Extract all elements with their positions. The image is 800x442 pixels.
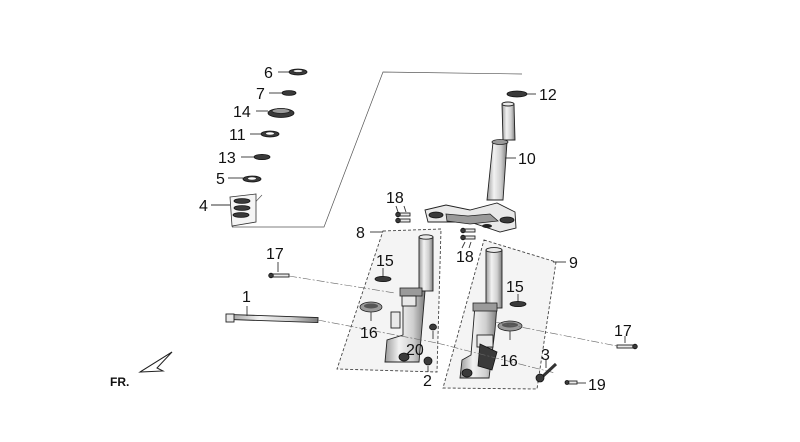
part-16-right-oil-seal — [497, 320, 523, 340]
callout-7: 7 — [256, 86, 265, 103]
part-11-bearing-race — [260, 130, 280, 138]
part-2-washer — [423, 356, 433, 372]
callout-6: 6 — [264, 65, 273, 82]
callout-2: 2 — [423, 373, 432, 390]
callout-11: 11 — [229, 127, 246, 144]
part-20-drain-bolt — [429, 323, 437, 339]
callout-12: 12 — [539, 87, 557, 104]
front-direction-arrow: FR. — [110, 351, 173, 389]
part-6-locknut — [288, 68, 308, 76]
part-5-race — [242, 175, 262, 183]
part-17-left-bolt — [268, 262, 396, 294]
callout-19: 19 — [588, 377, 606, 394]
callout-15-left: 15 — [376, 253, 394, 270]
lower-triple-clamp — [424, 202, 517, 233]
callout-17-left: 17 — [266, 246, 284, 263]
left-fork-assembly — [336, 228, 442, 373]
callout-14: 14 — [233, 104, 251, 121]
callout-16-right: 16 — [500, 353, 518, 370]
callout-15-right: 15 — [506, 279, 524, 296]
callout-1: 1 — [242, 289, 251, 306]
callout-18-top: 18 — [386, 190, 404, 207]
bearing-stack — [211, 68, 308, 227]
part-12-top-cone-race — [506, 90, 536, 98]
front-direction-label: FR. — [110, 375, 129, 389]
callout-16-left: 16 — [360, 325, 378, 342]
part-17-right-bolt — [494, 321, 638, 350]
callout-9: 9 — [569, 255, 578, 272]
bearing-group-outline — [231, 71, 523, 228]
part-15-left-seal — [374, 268, 392, 282]
part-15-right-seal — [509, 294, 527, 307]
callout-13: 13 — [218, 150, 236, 167]
part-18-clamp-bolts — [395, 205, 476, 249]
callout-18-bottom: 18 — [456, 249, 474, 266]
part-10-steering-stem — [486, 101, 516, 201]
part-1-front-axle — [225, 306, 556, 374]
callout-4: 4 — [199, 198, 208, 215]
callout-3: 3 — [541, 347, 550, 364]
callout-10: 10 — [518, 151, 536, 168]
part-13-ball-race — [253, 153, 271, 160]
part-19-screw — [564, 380, 586, 385]
callout-labels: 6 7 14 11 13 5 4 12 10 18 18 8 9 17 15 1… — [199, 65, 632, 394]
callout-20: 20 — [406, 342, 424, 359]
part-4-bearing-set-box — [229, 193, 257, 227]
part-14-adjust-nut — [267, 108, 295, 118]
part-7-washer — [281, 90, 297, 96]
part-16-left-oil-seal — [359, 301, 383, 321]
callout-8: 8 — [356, 225, 365, 242]
callout-17-right: 17 — [614, 323, 632, 340]
callout-5: 5 — [216, 171, 225, 188]
part-3-caliper-bolt — [535, 360, 558, 383]
